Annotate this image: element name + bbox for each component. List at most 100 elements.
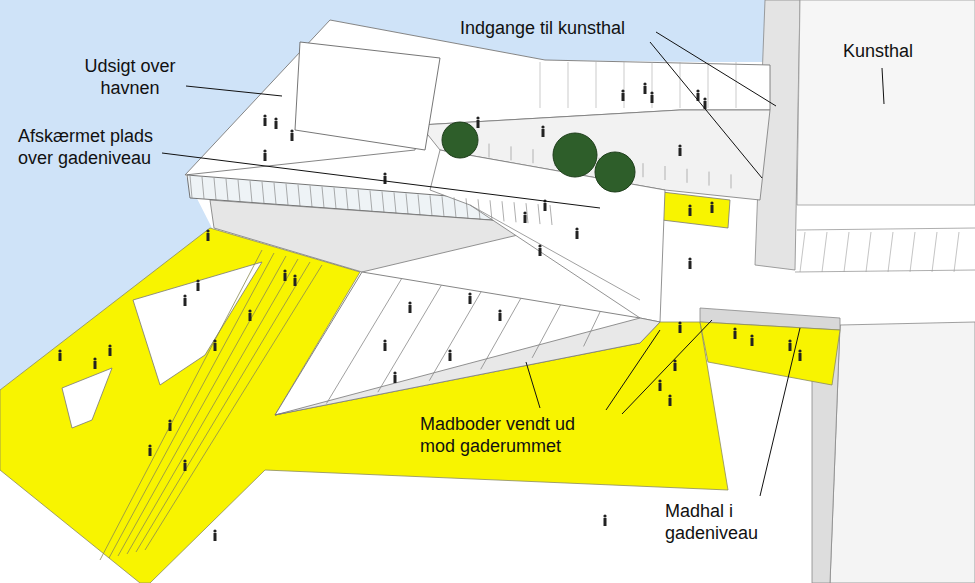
person-body xyxy=(669,398,672,406)
person xyxy=(498,309,501,321)
glazing-line xyxy=(533,149,534,163)
person-head xyxy=(393,371,396,374)
person xyxy=(688,204,691,216)
person xyxy=(788,339,791,351)
step-line xyxy=(118,256,286,556)
person-body xyxy=(679,148,682,156)
step-line xyxy=(100,250,262,560)
person-body xyxy=(284,273,287,281)
person-body xyxy=(207,233,210,241)
person xyxy=(393,371,396,383)
step-line xyxy=(145,265,322,550)
person-body xyxy=(644,86,647,94)
person-head xyxy=(688,204,691,207)
person xyxy=(603,514,606,526)
street-stripes xyxy=(800,232,959,272)
person xyxy=(668,394,671,406)
person-body xyxy=(149,448,152,456)
person-head xyxy=(603,514,606,517)
leader-line xyxy=(760,328,800,496)
seating-row xyxy=(429,292,481,381)
person xyxy=(710,201,713,213)
person-body xyxy=(539,248,542,256)
person-body xyxy=(651,95,654,103)
person-head xyxy=(678,144,681,147)
stripe xyxy=(736,62,737,108)
stripe xyxy=(932,232,937,272)
mullion xyxy=(418,194,420,215)
callout-label: Indgange til kunsthal xyxy=(460,17,625,39)
person-body xyxy=(751,338,754,346)
person xyxy=(733,327,736,339)
person-body xyxy=(394,375,397,383)
person xyxy=(283,269,286,281)
person-head xyxy=(575,227,578,230)
seating-row xyxy=(584,311,601,346)
step-line xyxy=(136,262,310,552)
step-line xyxy=(109,253,274,558)
person-body xyxy=(409,305,412,313)
person-body xyxy=(275,121,278,129)
mullion xyxy=(466,198,468,218)
stripe xyxy=(708,62,709,108)
person xyxy=(263,114,266,126)
person xyxy=(93,357,96,369)
plaza-steps xyxy=(100,250,322,560)
person-body xyxy=(799,353,802,361)
glazing-line xyxy=(511,146,512,160)
mullion xyxy=(370,191,372,212)
mullion xyxy=(514,202,516,222)
person-body xyxy=(542,129,545,137)
person xyxy=(658,379,661,391)
person-head xyxy=(148,444,151,447)
mullion xyxy=(442,196,444,217)
person xyxy=(274,117,277,129)
mullion xyxy=(322,187,324,208)
stripe xyxy=(596,62,597,108)
callout-label: Kunsthal xyxy=(843,40,913,62)
person-head xyxy=(293,274,296,277)
seating-row xyxy=(532,305,560,358)
person-head xyxy=(168,419,171,422)
person-body xyxy=(384,176,387,184)
person-body xyxy=(264,153,267,161)
person-head xyxy=(213,529,216,532)
person xyxy=(168,419,171,431)
mullion xyxy=(274,183,276,205)
stripe xyxy=(866,232,871,272)
raised-volume xyxy=(295,42,440,150)
stripe xyxy=(954,232,959,272)
slope-wall xyxy=(275,318,660,415)
person-head xyxy=(476,116,479,119)
person-head xyxy=(290,129,293,132)
person-head xyxy=(93,357,96,360)
person-body xyxy=(477,120,480,128)
person xyxy=(183,294,186,306)
person-body xyxy=(499,313,502,321)
person-head xyxy=(468,292,471,295)
roof-stripes xyxy=(540,62,736,108)
person xyxy=(650,91,653,103)
person-head xyxy=(621,89,624,92)
person-body xyxy=(169,423,172,431)
person-head xyxy=(206,229,209,232)
mullion xyxy=(358,190,360,211)
mullion xyxy=(382,192,384,213)
people xyxy=(58,82,801,541)
mullions xyxy=(190,176,552,225)
amphitheatre-steps xyxy=(275,272,640,415)
person-head xyxy=(448,349,451,352)
street-edge xyxy=(797,228,975,230)
stripe xyxy=(624,62,625,108)
person-head xyxy=(196,279,199,282)
person-head xyxy=(541,125,544,128)
stripe xyxy=(910,232,915,272)
mullion xyxy=(262,182,264,204)
person xyxy=(798,349,801,361)
leader-lines xyxy=(162,32,884,496)
person-body xyxy=(59,353,62,361)
person xyxy=(538,244,541,256)
person xyxy=(448,349,451,361)
